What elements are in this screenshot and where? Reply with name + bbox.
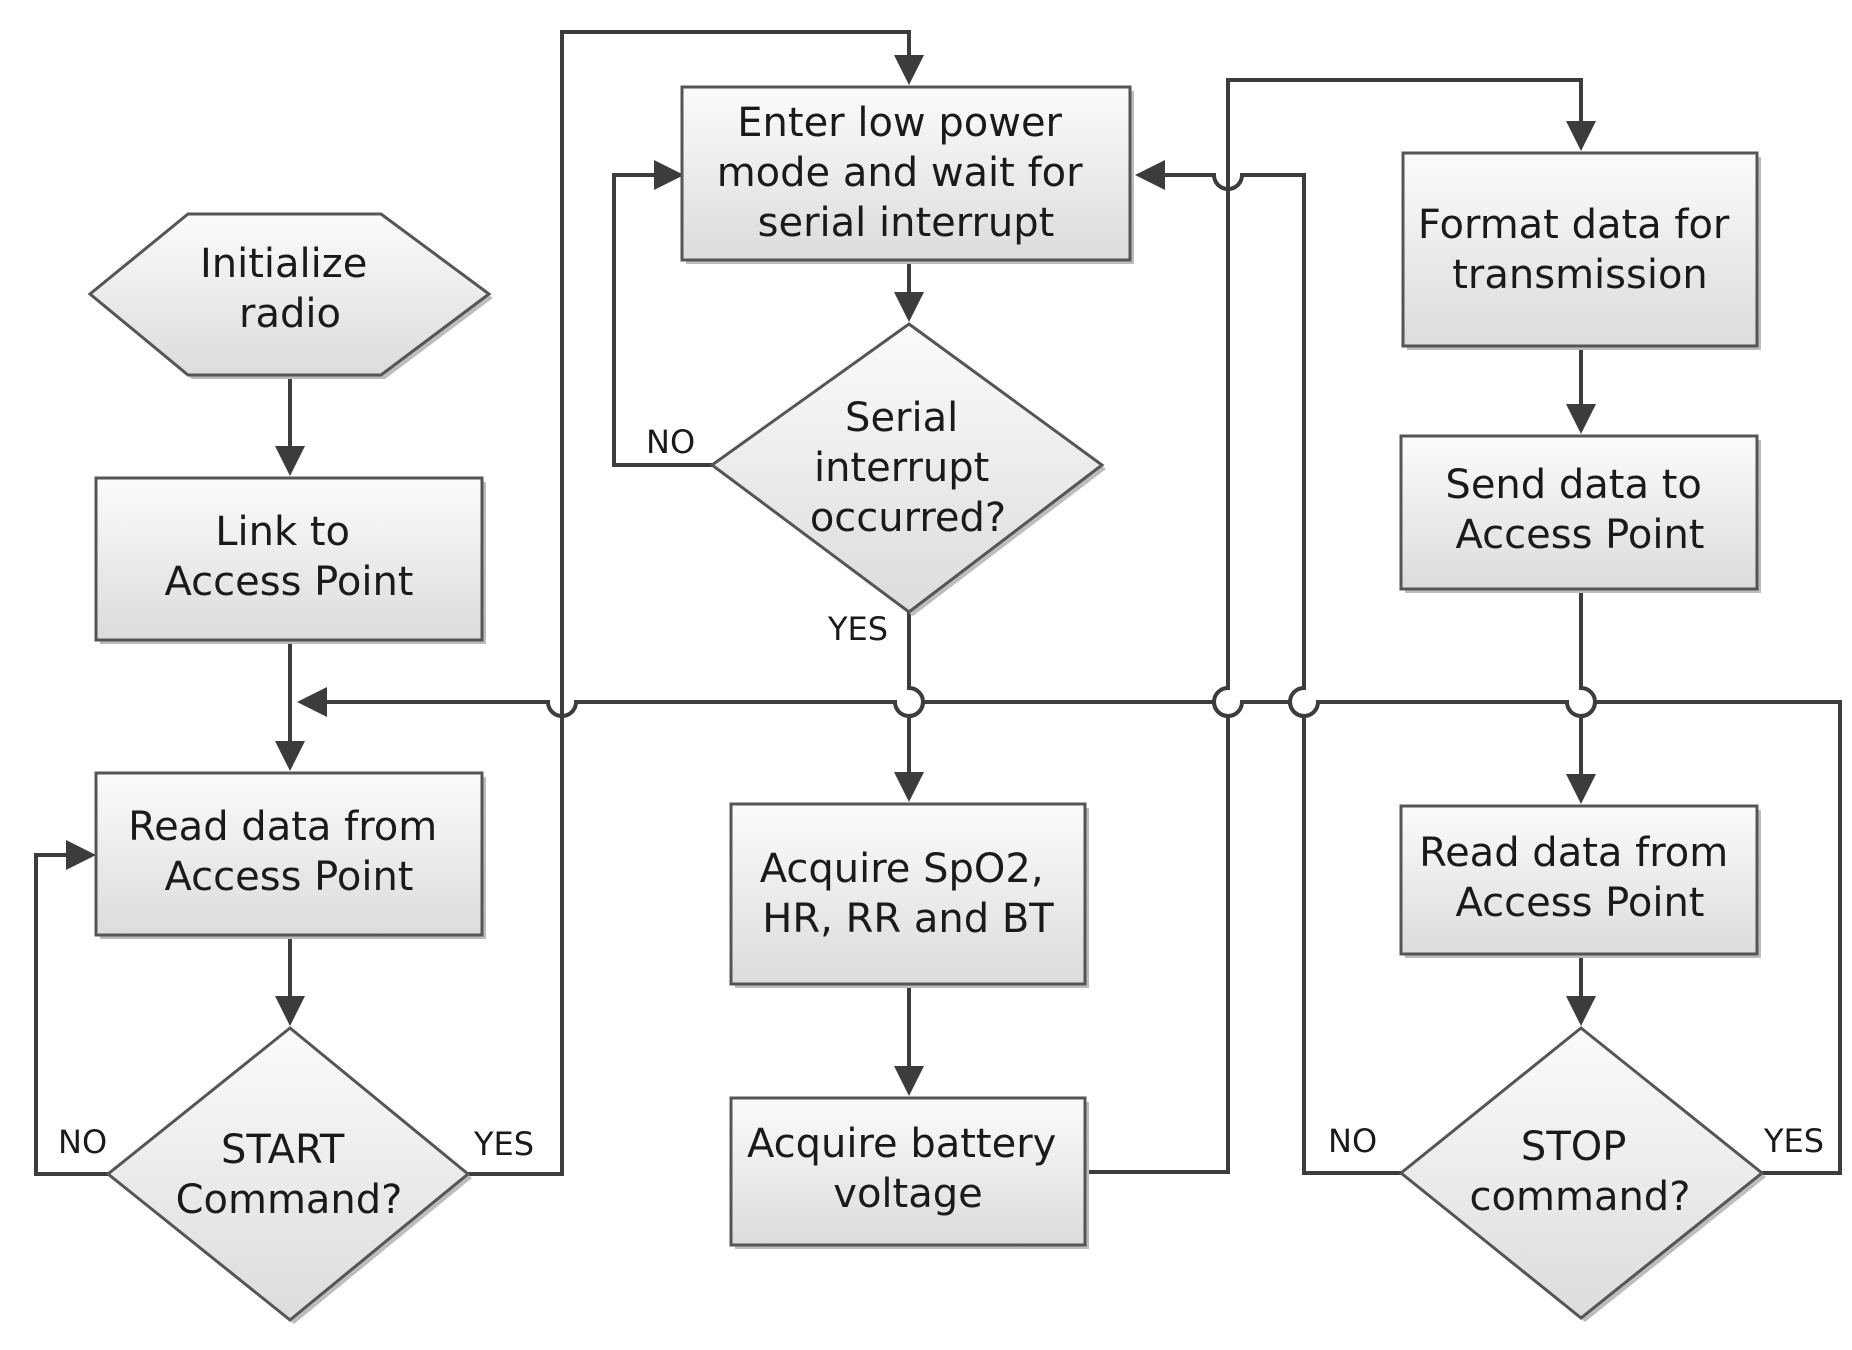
node-format-data: Format data for transmission [1401,151,1761,350]
node-label: Acquire SpO2, HR, RR and BT [760,846,1057,942]
node-label: START Command? [176,1127,403,1223]
label-start-yes: YES [473,1125,534,1163]
nodes: Initialize radio Link to Access Point Re… [87,85,1766,1324]
node-label: Serial interrupt occurred? [810,395,1006,541]
arrowhead-battery [894,1066,924,1096]
edge-serial-no-loop [612,173,712,467]
node-label: Acquire battery voltage [747,1121,1069,1217]
edge-stop-yes [316,700,1842,1175]
arrowhead-stop [1566,996,1596,1026]
edge-start-yes [468,30,911,1176]
arrowhead-serial-no [654,160,684,190]
node-stop-command: STOP command? [1398,1026,1766,1322]
label-stop-no: NO [1328,1122,1377,1160]
edge-stop-no [1165,173,1401,1175]
arrowhead-send [1566,404,1596,434]
node-start-command: START Command? [105,1026,472,1324]
node-acquire-vitals: Acquire SpO2, HR, RR and BT [729,802,1089,988]
arrowhead-format [1566,121,1596,151]
arrowheads [66,55,1596,1096]
arrowhead-stop-yes [297,687,327,717]
node-low-power-mode: Enter low power mode and wait for serial… [680,85,1134,264]
node-initialize-radio: Initialize radio [87,212,493,379]
arrowhead-stop-no [1135,160,1165,190]
arrowhead-read2 [1566,774,1596,804]
arrowhead-start [275,996,305,1026]
node-label: Read data from Access Point [1419,830,1741,926]
node-read-access-point-2: Read data from Access Point [1399,804,1761,958]
node-label: Format data for transmission [1418,202,1742,298]
arrowhead-start-no [66,840,96,870]
node-label: Send data to Access Point [1445,462,1714,558]
node-serial-interrupt: Serial interrupt occurred? [709,322,1106,616]
label-serial-yes: YES [827,610,888,648]
node-link-access-point: Link to Access Point [94,476,486,644]
label-stop-yes: YES [1763,1122,1824,1160]
node-label: STOP command? [1470,1124,1691,1220]
label-start-no: NO [58,1123,107,1161]
node-acquire-battery: Acquire battery voltage [729,1096,1089,1249]
node-read-access-point-1: Read data from Access Point [94,771,486,939]
arrowhead-read1 [275,741,305,771]
edge-serial-yes [907,612,925,782]
arrowhead-link [275,446,305,476]
arrowhead-serial [894,292,924,322]
node-label: Enter low power mode and wait for serial… [717,100,1096,246]
node-send-data: Send data to Access Point [1399,434,1761,593]
connectors [34,30,1842,1176]
arrowhead-vitals [894,772,924,802]
edge-labels: NO YES NO YES NO YES [58,423,1824,1163]
node-label: Link to Access Point [165,509,414,605]
node-label: Initialize radio [200,241,380,337]
node-label: Read data from Access Point [128,804,450,900]
label-serial-no: NO [646,423,695,461]
edge-start-no-loop [34,853,108,1176]
edge-send-to-read2 [1579,590,1597,778]
arrowhead-lowpower-top [894,55,924,85]
